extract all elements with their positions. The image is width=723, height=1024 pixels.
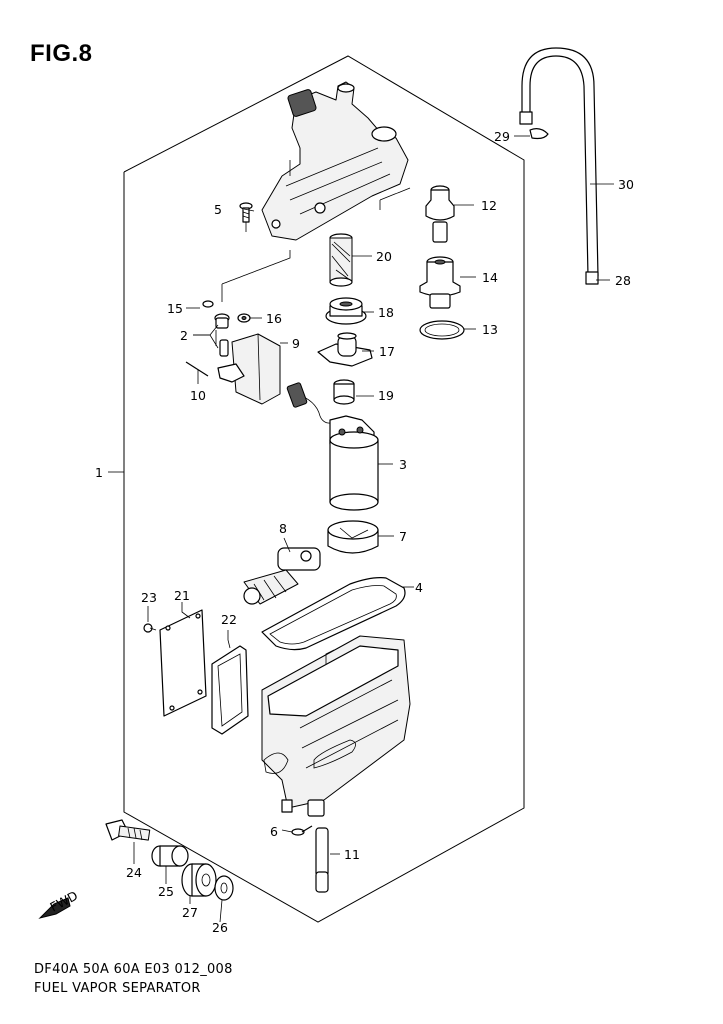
callout-5: 5: [214, 202, 222, 217]
leader-lines: [108, 135, 614, 923]
washer-26: [214, 875, 234, 901]
bolt-24: [105, 819, 151, 841]
pin-10: [185, 361, 209, 377]
collar-25: [151, 845, 189, 867]
fwd-label: FWD: [47, 888, 80, 915]
callout-30: 30: [618, 177, 634, 192]
float-7: [327, 520, 379, 554]
callout-22: 22: [221, 612, 237, 627]
callout-23: 23: [141, 590, 157, 605]
bracket-17: [317, 332, 373, 367]
callout-19: 19: [378, 388, 394, 403]
screw-6: [291, 825, 313, 836]
callout-7: 7: [399, 529, 407, 544]
callout-14: 14: [482, 270, 498, 285]
callout-10: 10: [190, 388, 206, 403]
callout-1: 1: [95, 465, 103, 480]
nut-16: [237, 313, 251, 323]
callout-13: 13: [482, 322, 498, 337]
callout-labels: 1 2 3 4 5 6 7 8 9 10 11 12 13 14 15 16 1…: [95, 129, 634, 935]
callout-16: 16: [266, 311, 282, 326]
callout-6: 6: [270, 824, 278, 839]
callout-8: 8: [279, 521, 287, 536]
callout-15: 15: [167, 301, 183, 316]
callout-4: 4: [415, 580, 423, 595]
fwd-arrow-icon: FWD: [38, 888, 80, 919]
regulator-14: [419, 256, 461, 309]
pipe-11: [315, 827, 329, 893]
hose-30: [519, 47, 599, 285]
filter-20: [329, 233, 353, 287]
diagram-code: DF40A 50A 60A E03 012_008: [34, 962, 233, 977]
callout-12: 12: [481, 198, 497, 213]
gasket-4: [261, 577, 406, 651]
callout-24: 24: [126, 865, 142, 880]
grommet-19: [333, 379, 355, 405]
float-chamber: [261, 635, 411, 817]
grommet-27: [181, 863, 217, 897]
callout-26: 26: [212, 920, 228, 935]
callout-25: 25: [158, 884, 174, 899]
screw-5: [239, 202, 253, 223]
plate-21: [159, 609, 207, 717]
strainer-8: [243, 547, 321, 605]
callout-18: 18: [378, 305, 394, 320]
callout-17: 17: [379, 344, 395, 359]
callout-11: 11: [344, 847, 360, 862]
holder-18: [325, 297, 367, 325]
separator-cover: [261, 81, 409, 241]
valve-12: [425, 185, 455, 243]
callout-20: 20: [376, 249, 392, 264]
callout-3: 3: [399, 457, 407, 472]
callout-21: 21: [174, 588, 190, 603]
assembly-boundary: [123, 55, 525, 923]
callout-27: 27: [182, 905, 198, 920]
callout-9: 9: [292, 336, 300, 351]
assembly-guide-lines: [215, 187, 411, 346]
callout-29: 29: [494, 129, 510, 144]
callout-2: 2: [180, 328, 188, 343]
diagram-name: FUEL VAPOR SEPARATOR: [34, 981, 201, 996]
callout-28: 28: [615, 273, 631, 288]
screw-23: [143, 623, 157, 633]
cover-9: [202, 300, 281, 405]
figure-title: FIG.8: [30, 40, 93, 67]
fuel-pump-3: [286, 382, 379, 511]
